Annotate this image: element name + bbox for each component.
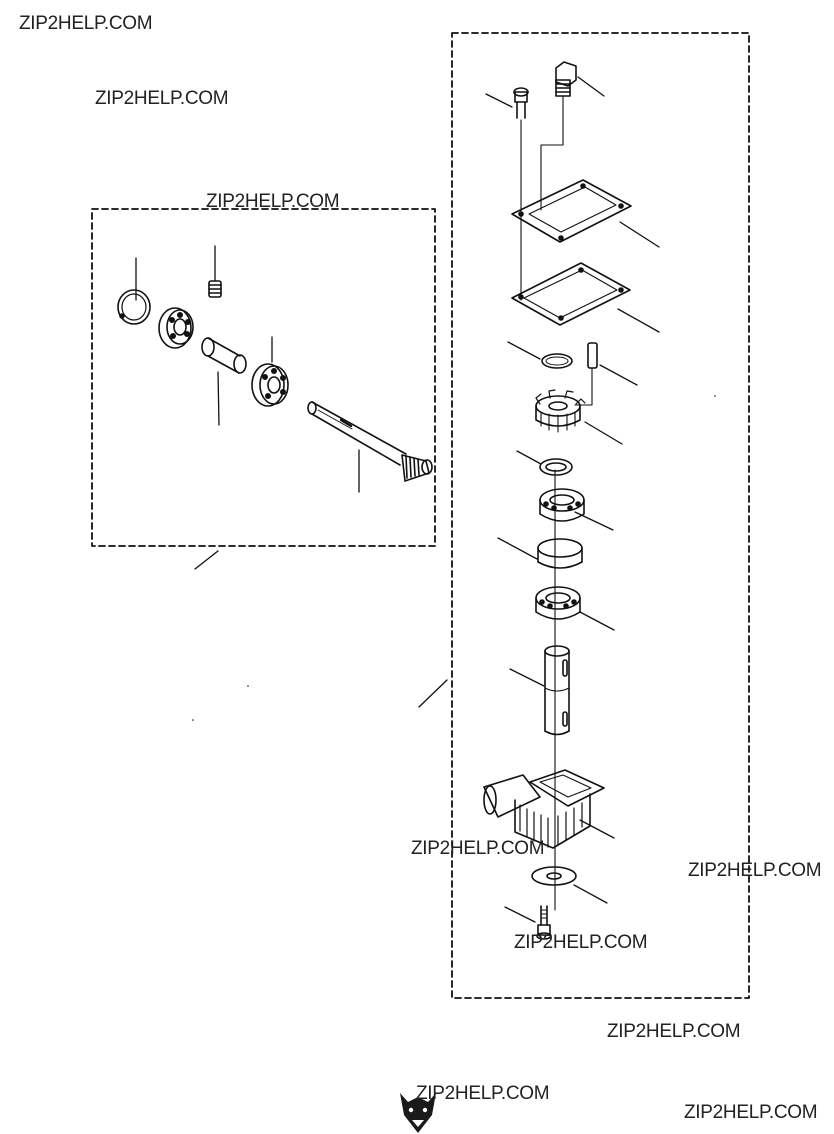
woodruff-key-icon	[574, 342, 638, 406]
screw-icon	[504, 905, 552, 940]
screw-icon	[485, 87, 529, 119]
ball-bearing-icon	[251, 363, 289, 407]
ball-bearing-icon	[535, 586, 615, 631]
gearbox-assembly-leader	[418, 679, 448, 708]
ball-bearing-icon	[539, 488, 614, 531]
spacer-ring-icon	[497, 537, 583, 569]
breather-plug-icon	[540, 61, 605, 211]
watermark-text: ZIP2HELP.COM	[416, 1083, 550, 1104]
shaft-assembly-dashed-box	[91, 208, 436, 547]
watermark-text: ZIP2HELP.COM	[411, 838, 545, 859]
set-screw-icon	[208, 280, 222, 298]
spacer-sleeve-icon	[201, 337, 247, 374]
shaft-leader-lines	[135, 245, 360, 570]
watermark-text: ZIP2HELP.COM	[607, 1021, 741, 1042]
wolf-head-logo-icon	[400, 1093, 436, 1133]
gear-housing-icon	[483, 769, 615, 849]
watermark-text: ZIP2HELP.COM	[206, 191, 340, 212]
watermark-text: ZIP2HELP.COM	[19, 13, 153, 34]
retaining-ring-icon	[507, 341, 573, 369]
cover-plate-icon	[511, 179, 660, 248]
vertical-shaft-icon	[509, 645, 570, 736]
watermark-text: ZIP2HELP.COM	[95, 88, 229, 109]
watermark-text: ZIP2HELP.COM	[514, 932, 648, 953]
gearbox-assembly-dashed-box	[451, 32, 750, 999]
ball-bearing-icon	[158, 307, 194, 349]
watermark-text: ZIP2HELP.COM	[684, 1102, 818, 1123]
drive-shaft-icon	[307, 401, 433, 482]
watermark-text: ZIP2HELP.COM	[688, 860, 822, 881]
thrust-washer-icon	[516, 450, 573, 476]
flat-washer-icon	[531, 866, 608, 904]
gasket-icon	[511, 262, 660, 333]
pinion-gear-icon	[535, 389, 623, 445]
snap-ring-icon	[117, 289, 151, 325]
